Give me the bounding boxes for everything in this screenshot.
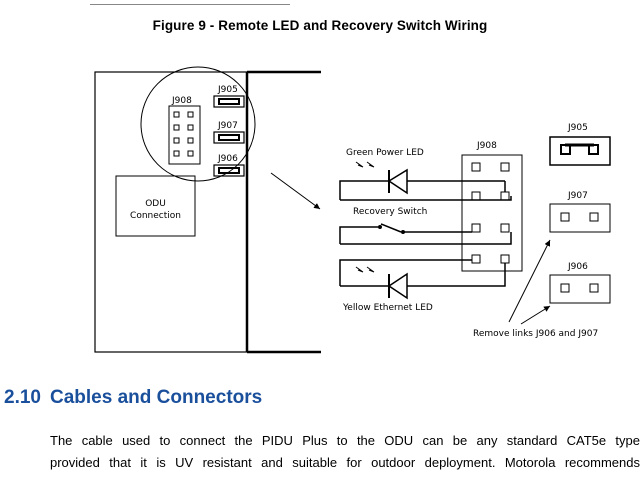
yellow-ethernet-led-circuit: Yellow Ethernet LED bbox=[339, 259, 506, 313]
paragraph-line-1: The cable used to connect the PIDU Plus … bbox=[50, 433, 640, 448]
small-jumpers: J905 J907 J906 bbox=[213, 85, 245, 177]
yellow-led-label: Yellow Ethernet LED bbox=[342, 303, 433, 313]
large-j905-label: J905 bbox=[567, 123, 588, 133]
paragraph-line-2: provided that it is UV resistant and sui… bbox=[50, 455, 640, 470]
large-j907: J907 bbox=[549, 191, 611, 233]
green-power-led-circuit: Green Power LED bbox=[339, 148, 512, 201]
pidu-enclosure bbox=[94, 70, 321, 354]
large-j908-header: J908 bbox=[461, 141, 523, 272]
small-j905-label: J905 bbox=[217, 85, 238, 95]
odu-label-line2: Connection bbox=[130, 211, 181, 221]
recovery-switch-circuit: Recovery Switch bbox=[339, 207, 512, 245]
small-j908-header: J908 bbox=[168, 96, 201, 165]
large-j907-label: J907 bbox=[567, 191, 588, 201]
small-j908-label: J908 bbox=[171, 96, 192, 106]
large-j905: J905 bbox=[549, 123, 611, 166]
large-j906: J906 bbox=[549, 262, 611, 304]
odu-label-line1: ODU bbox=[145, 199, 166, 209]
magnifier-circle bbox=[140, 66, 256, 182]
remove-links-callout: Remove links J906 and J907 bbox=[473, 239, 598, 339]
section-title: Cables and Connectors bbox=[50, 387, 263, 408]
remove-links-label: Remove links J906 and J907 bbox=[473, 329, 598, 339]
section-heading: 2.10 Cables and Connectors bbox=[4, 387, 262, 409]
figure-caption: Figure 9 - Remote LED and Recovery Switc… bbox=[152, 18, 488, 33]
large-j908-label: J908 bbox=[476, 141, 497, 151]
green-led-label: Green Power LED bbox=[346, 148, 424, 158]
recovery-switch-label: Recovery Switch bbox=[353, 207, 427, 217]
small-j906-label: J906 bbox=[217, 154, 238, 164]
section-number: 2.10 bbox=[4, 387, 41, 408]
odu-connection-box: ODU Connection bbox=[115, 175, 196, 237]
body-paragraph: The cable used to connect the PIDU Plus … bbox=[50, 430, 640, 474]
small-j907-label: J907 bbox=[217, 121, 238, 131]
page-top-rule bbox=[90, 0, 290, 5]
zoom-arrow bbox=[270, 172, 321, 210]
large-j906-label: J906 bbox=[567, 262, 588, 272]
